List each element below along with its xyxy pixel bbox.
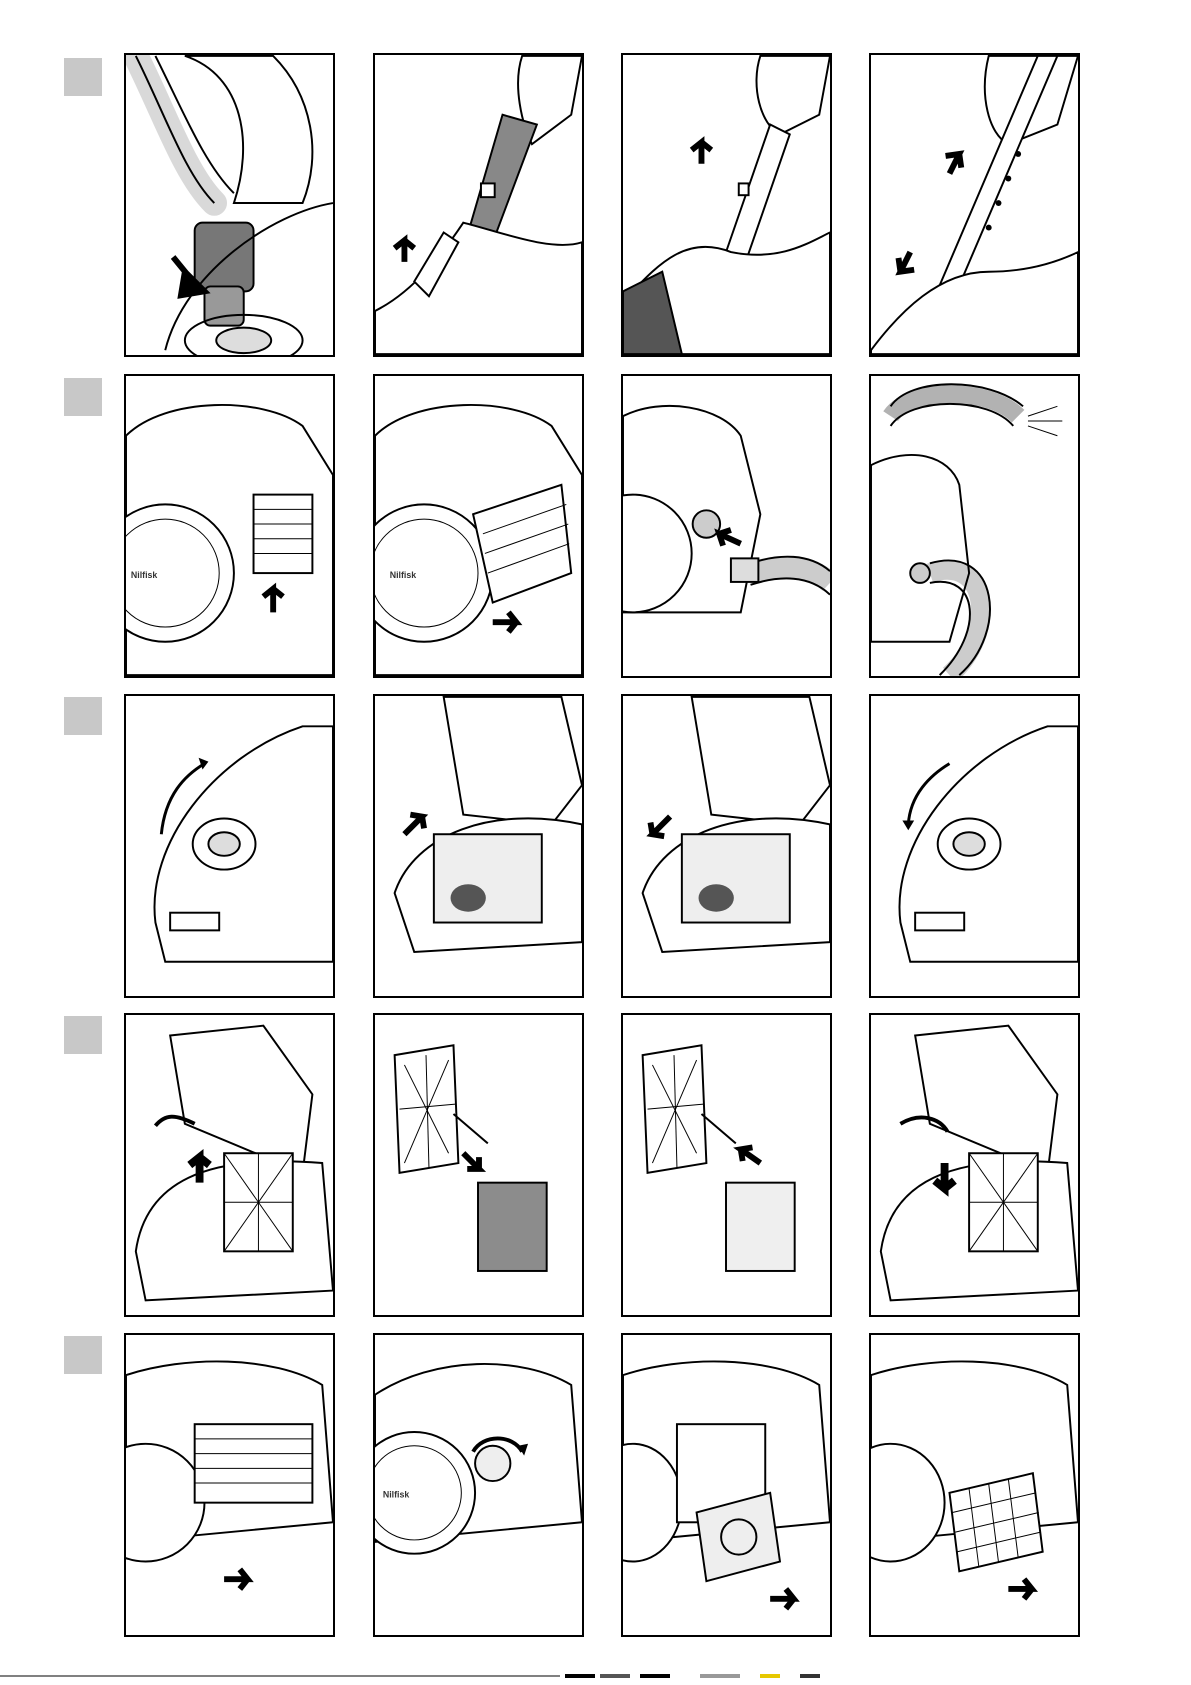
hose-blow-connect-icon xyxy=(623,376,830,676)
row-marker-3 xyxy=(64,697,102,735)
cover-release-icon: Nilfisk xyxy=(126,376,333,676)
crevice-tool-icon xyxy=(375,55,582,355)
blower-icon xyxy=(871,376,1078,676)
panel-3-3 xyxy=(621,694,832,998)
panel-5-4 xyxy=(869,1333,1080,1637)
filter-pad-remove-icon xyxy=(375,1015,582,1315)
brand-logo: Nilfisk xyxy=(131,570,158,580)
knob-turn-icon: Nilfisk xyxy=(375,1335,582,1635)
panel-4-3 xyxy=(621,1013,832,1317)
row-marker-2 xyxy=(64,378,102,416)
panel-3-2 xyxy=(373,694,584,998)
panel-5-3 xyxy=(621,1333,832,1637)
panel-4-4 xyxy=(869,1013,1080,1317)
panel-3-1 xyxy=(124,694,335,998)
panel-2-1: Nilfisk xyxy=(124,374,335,678)
panel-5-1 xyxy=(124,1333,335,1637)
brand-logo: Nilfisk xyxy=(390,570,417,580)
filter-replace-icon xyxy=(871,1015,1078,1315)
row-marker-1 xyxy=(64,58,102,96)
panel-3-4 xyxy=(869,694,1080,998)
panel-2-4 xyxy=(869,374,1080,678)
panel-2-3 xyxy=(621,374,832,678)
panel-5-2: Nilfisk xyxy=(373,1333,584,1637)
bag-remove-icon xyxy=(623,696,830,996)
cover-open-icon: Nilfisk xyxy=(375,376,582,676)
hepa-filter-remove-icon xyxy=(871,1335,1078,1635)
print-registration-strip xyxy=(0,1674,1191,1685)
panel-4-1 xyxy=(124,1013,335,1317)
lid-close-icon xyxy=(871,696,1078,996)
hose-connect-icon xyxy=(126,55,333,355)
telescopic-tube-icon xyxy=(871,55,1078,355)
panel-1-3 xyxy=(621,53,832,357)
filter-pad-insert-icon xyxy=(623,1015,830,1315)
panel-1-4 xyxy=(869,53,1080,357)
panel-4-2 xyxy=(373,1013,584,1317)
row-marker-4 xyxy=(64,1016,102,1054)
tube-extend-icon xyxy=(623,55,830,355)
lid-open-icon xyxy=(126,696,333,996)
exhaust-filter-remove-icon xyxy=(623,1335,830,1635)
row-marker-5 xyxy=(64,1336,102,1374)
filter-lift-icon xyxy=(126,1015,333,1315)
panel-2-2: Nilfisk xyxy=(373,374,584,678)
panel-1-2 xyxy=(373,53,584,357)
panel-1-1 xyxy=(124,53,335,357)
brand-logo: Nilfisk xyxy=(383,1490,410,1500)
grille-remove-icon xyxy=(126,1335,333,1635)
bag-insert-icon xyxy=(375,696,582,996)
